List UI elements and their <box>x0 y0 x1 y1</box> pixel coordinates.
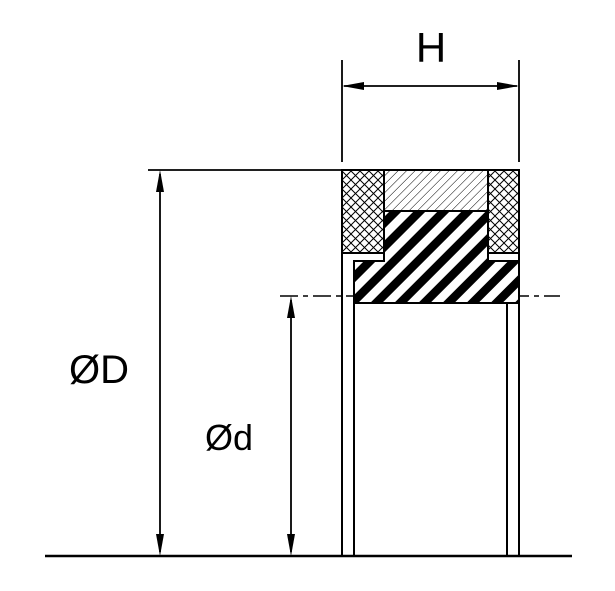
backup-ring-right <box>487 169 520 254</box>
seal-assembly <box>341 169 520 304</box>
arrowhead-up-icon <box>156 170 164 192</box>
arrowhead-down-icon <box>156 534 164 556</box>
outer-diameter-dimension <box>148 169 342 556</box>
arrowhead-down-icon <box>287 534 295 556</box>
arrowhead-left-icon <box>342 82 364 90</box>
backup-ring-left <box>341 169 385 254</box>
h-dimension <box>341 60 520 162</box>
outer-diameter-label: ØD <box>69 348 129 392</box>
wall-section-lines <box>341 253 520 556</box>
arrowhead-up-icon <box>287 296 295 318</box>
energizer-strip-top <box>383 169 489 212</box>
h-dimension-label: H <box>416 24 446 71</box>
arrowhead-right-icon <box>497 82 519 90</box>
inner-diameter-label: Ød <box>205 417 253 458</box>
inner-diameter-dimension <box>287 296 295 556</box>
